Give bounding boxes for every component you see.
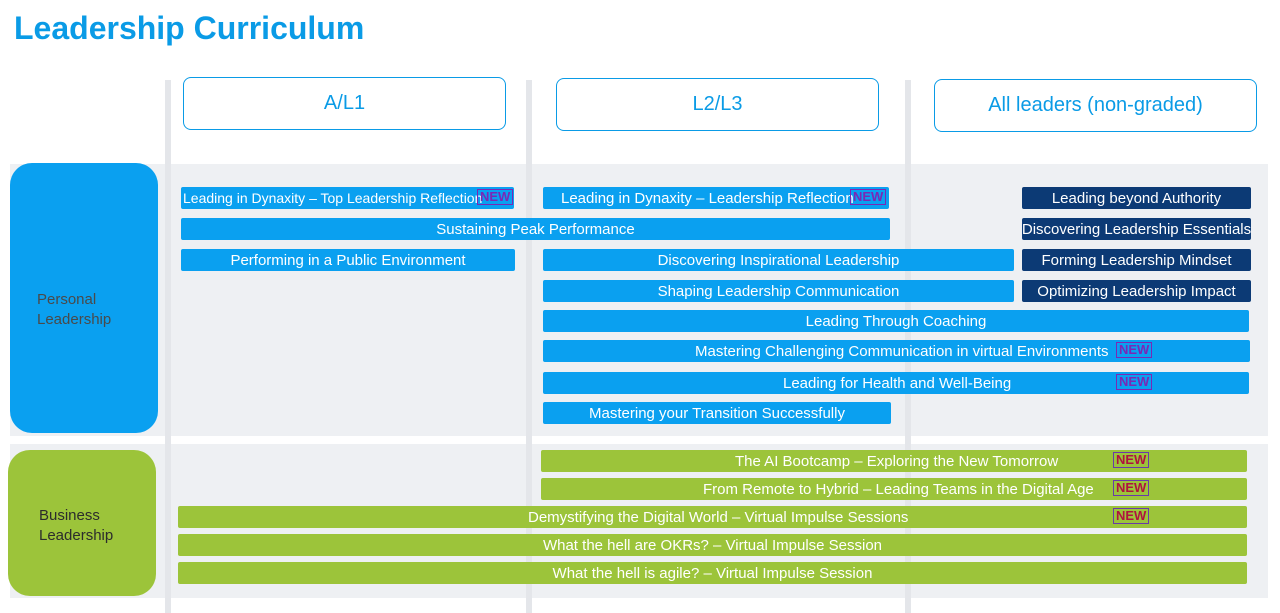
course-bar[interactable]: Shaping Leadership Communication <box>543 280 1014 302</box>
course-label: Demystifying the Digital World – Virtual… <box>528 508 909 526</box>
course-label: Sustaining Peak Performance <box>436 220 635 238</box>
course-bar[interactable]: Leading for Health and Well-Being NEW <box>543 372 1249 394</box>
course-bar[interactable]: Discovering Inspirational Leadership <box>543 249 1014 271</box>
course-bar[interactable]: Demystifying the Digital World – Virtual… <box>178 506 1247 528</box>
column-header-l2-l3: L2/L3 <box>556 78 879 131</box>
course-label: Leading in Dynaxity – Top Leadership Ref… <box>183 190 483 206</box>
course-bar[interactable]: Forming Leadership Mindset <box>1022 249 1251 271</box>
course-bar[interactable]: Discovering Leadership Essentials <box>1022 218 1251 240</box>
course-bar[interactable]: What the hell are OKRs? – Virtual Impuls… <box>178 534 1247 556</box>
course-label: Performing in a Public Environment <box>230 251 466 269</box>
course-bar[interactable]: Performing in a Public Environment <box>181 249 515 271</box>
column-header-a-l1: A/L1 <box>183 77 506 130</box>
course-bar[interactable]: Leading in Dynaxity – Leadership Reflect… <box>543 187 889 209</box>
new-badge: NEW <box>1113 452 1150 468</box>
business-leadership-label: Business Leadership <box>39 507 114 544</box>
column-divider <box>165 80 171 613</box>
course-bar[interactable]: The AI Bootcamp – Exploring the New Tomo… <box>541 450 1247 472</box>
course-bar[interactable]: Mastering your Transition Successfully <box>543 402 891 424</box>
course-label: Forming Leadership Mindset <box>1041 251 1232 269</box>
new-badge: NEW <box>850 189 887 205</box>
column-divider <box>526 80 532 613</box>
course-label: The AI Bootcamp – Exploring the New Tomo… <box>735 452 1059 470</box>
personal-leadership-tab <box>10 163 158 433</box>
new-badge: NEW <box>1113 508 1150 524</box>
new-badge: NEW <box>1116 342 1153 358</box>
course-bar[interactable]: Mastering Challenging Communication in v… <box>543 340 1250 362</box>
new-badge: NEW <box>1113 480 1150 496</box>
course-bar[interactable]: Optimizing Leadership Impact <box>1022 280 1251 302</box>
course-label: Leading beyond Authority <box>1051 189 1222 207</box>
new-badge: NEW <box>477 189 514 205</box>
course-bar[interactable]: What the hell is agile? – Virtual Impuls… <box>178 562 1247 584</box>
course-label: Discovering Inspirational Leadership <box>657 251 900 269</box>
course-label: Shaping Leadership Communication <box>657 282 900 300</box>
business-leadership-tab <box>8 450 156 596</box>
course-label: Leading for Health and Well-Being <box>783 374 1012 392</box>
course-label: Discovering Leadership Essentials <box>1021 220 1252 238</box>
course-label: Mastering your Transition Successfully <box>589 404 845 422</box>
course-bar[interactable]: Leading beyond Authority <box>1022 187 1251 209</box>
page-title: Leadership Curriculum <box>14 10 365 46</box>
course-label: Mastering Challenging Communication in v… <box>695 342 1109 360</box>
course-label: What the hell are OKRs? – Virtual Impuls… <box>542 536 883 554</box>
course-label: Leading in Dynaxity – Leadership Reflect… <box>561 189 854 207</box>
personal-leadership-label: Personal Leadership <box>37 291 112 328</box>
course-bar[interactable]: Sustaining Peak Performance <box>181 218 890 240</box>
course-bar[interactable]: Leading in Dynaxity – Top Leadership Ref… <box>181 187 514 209</box>
new-badge: NEW <box>1116 374 1153 390</box>
column-header-all-leaders: All leaders (non-graded) <box>934 79 1257 132</box>
course-label: Leading Through Coaching <box>805 312 987 330</box>
course-label: Optimizing Leadership Impact <box>1037 282 1236 300</box>
course-bar[interactable]: From Remote to Hybrid – Leading Teams in… <box>541 478 1247 500</box>
course-bar[interactable]: Leading Through Coaching <box>543 310 1249 332</box>
course-label: From Remote to Hybrid – Leading Teams in… <box>703 480 1094 498</box>
course-label: What the hell is agile? – Virtual Impuls… <box>552 564 873 582</box>
